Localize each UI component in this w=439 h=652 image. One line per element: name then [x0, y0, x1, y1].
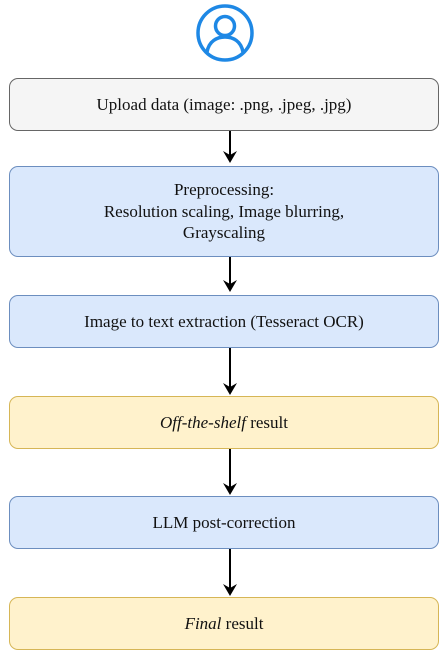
arrow-2 [220, 257, 240, 293]
off-the-shelf-result-label: Off-the-shelf result [160, 412, 288, 434]
final-result-box: Final result [9, 597, 439, 650]
arrow-1 [220, 131, 240, 164]
upload-data-label: Upload data (image: .png, .jpeg, .jpg) [96, 94, 352, 114]
user-icon-svg [196, 4, 254, 62]
arrow-5 [220, 549, 240, 597]
preprocessing-detail-1: Resolution scaling, Image blurring, [103, 201, 345, 221]
ocr-extraction-box: Image to text extraction (Tesseract OCR) [9, 295, 439, 348]
preprocessing-detail-2: Grayscaling [182, 223, 266, 243]
llm-post-correction-label: LLM post-correction [152, 512, 296, 532]
off-the-shelf-emphasis: Off-the-shelf [160, 412, 246, 432]
final-result-label: Final result [185, 613, 264, 635]
user-icon [195, 3, 255, 63]
upload-data-box: Upload data (image: .png, .jpeg, .jpg) [9, 78, 439, 131]
preprocessing-box: Preprocessing: Resolution scaling, Image… [9, 166, 439, 257]
ocr-extraction-label: Image to text extraction (Tesseract OCR) [84, 311, 364, 331]
off-the-shelf-result-box: Off-the-shelf result [9, 396, 439, 449]
preprocessing-title: Preprocessing: [173, 179, 275, 199]
arrow-3 [220, 348, 240, 396]
off-the-shelf-rest: result [245, 412, 288, 432]
final-emphasis: Final [184, 613, 222, 633]
final-rest: result [221, 613, 264, 633]
llm-post-correction-box: LLM post-correction [9, 496, 439, 549]
arrow-4 [220, 449, 240, 496]
